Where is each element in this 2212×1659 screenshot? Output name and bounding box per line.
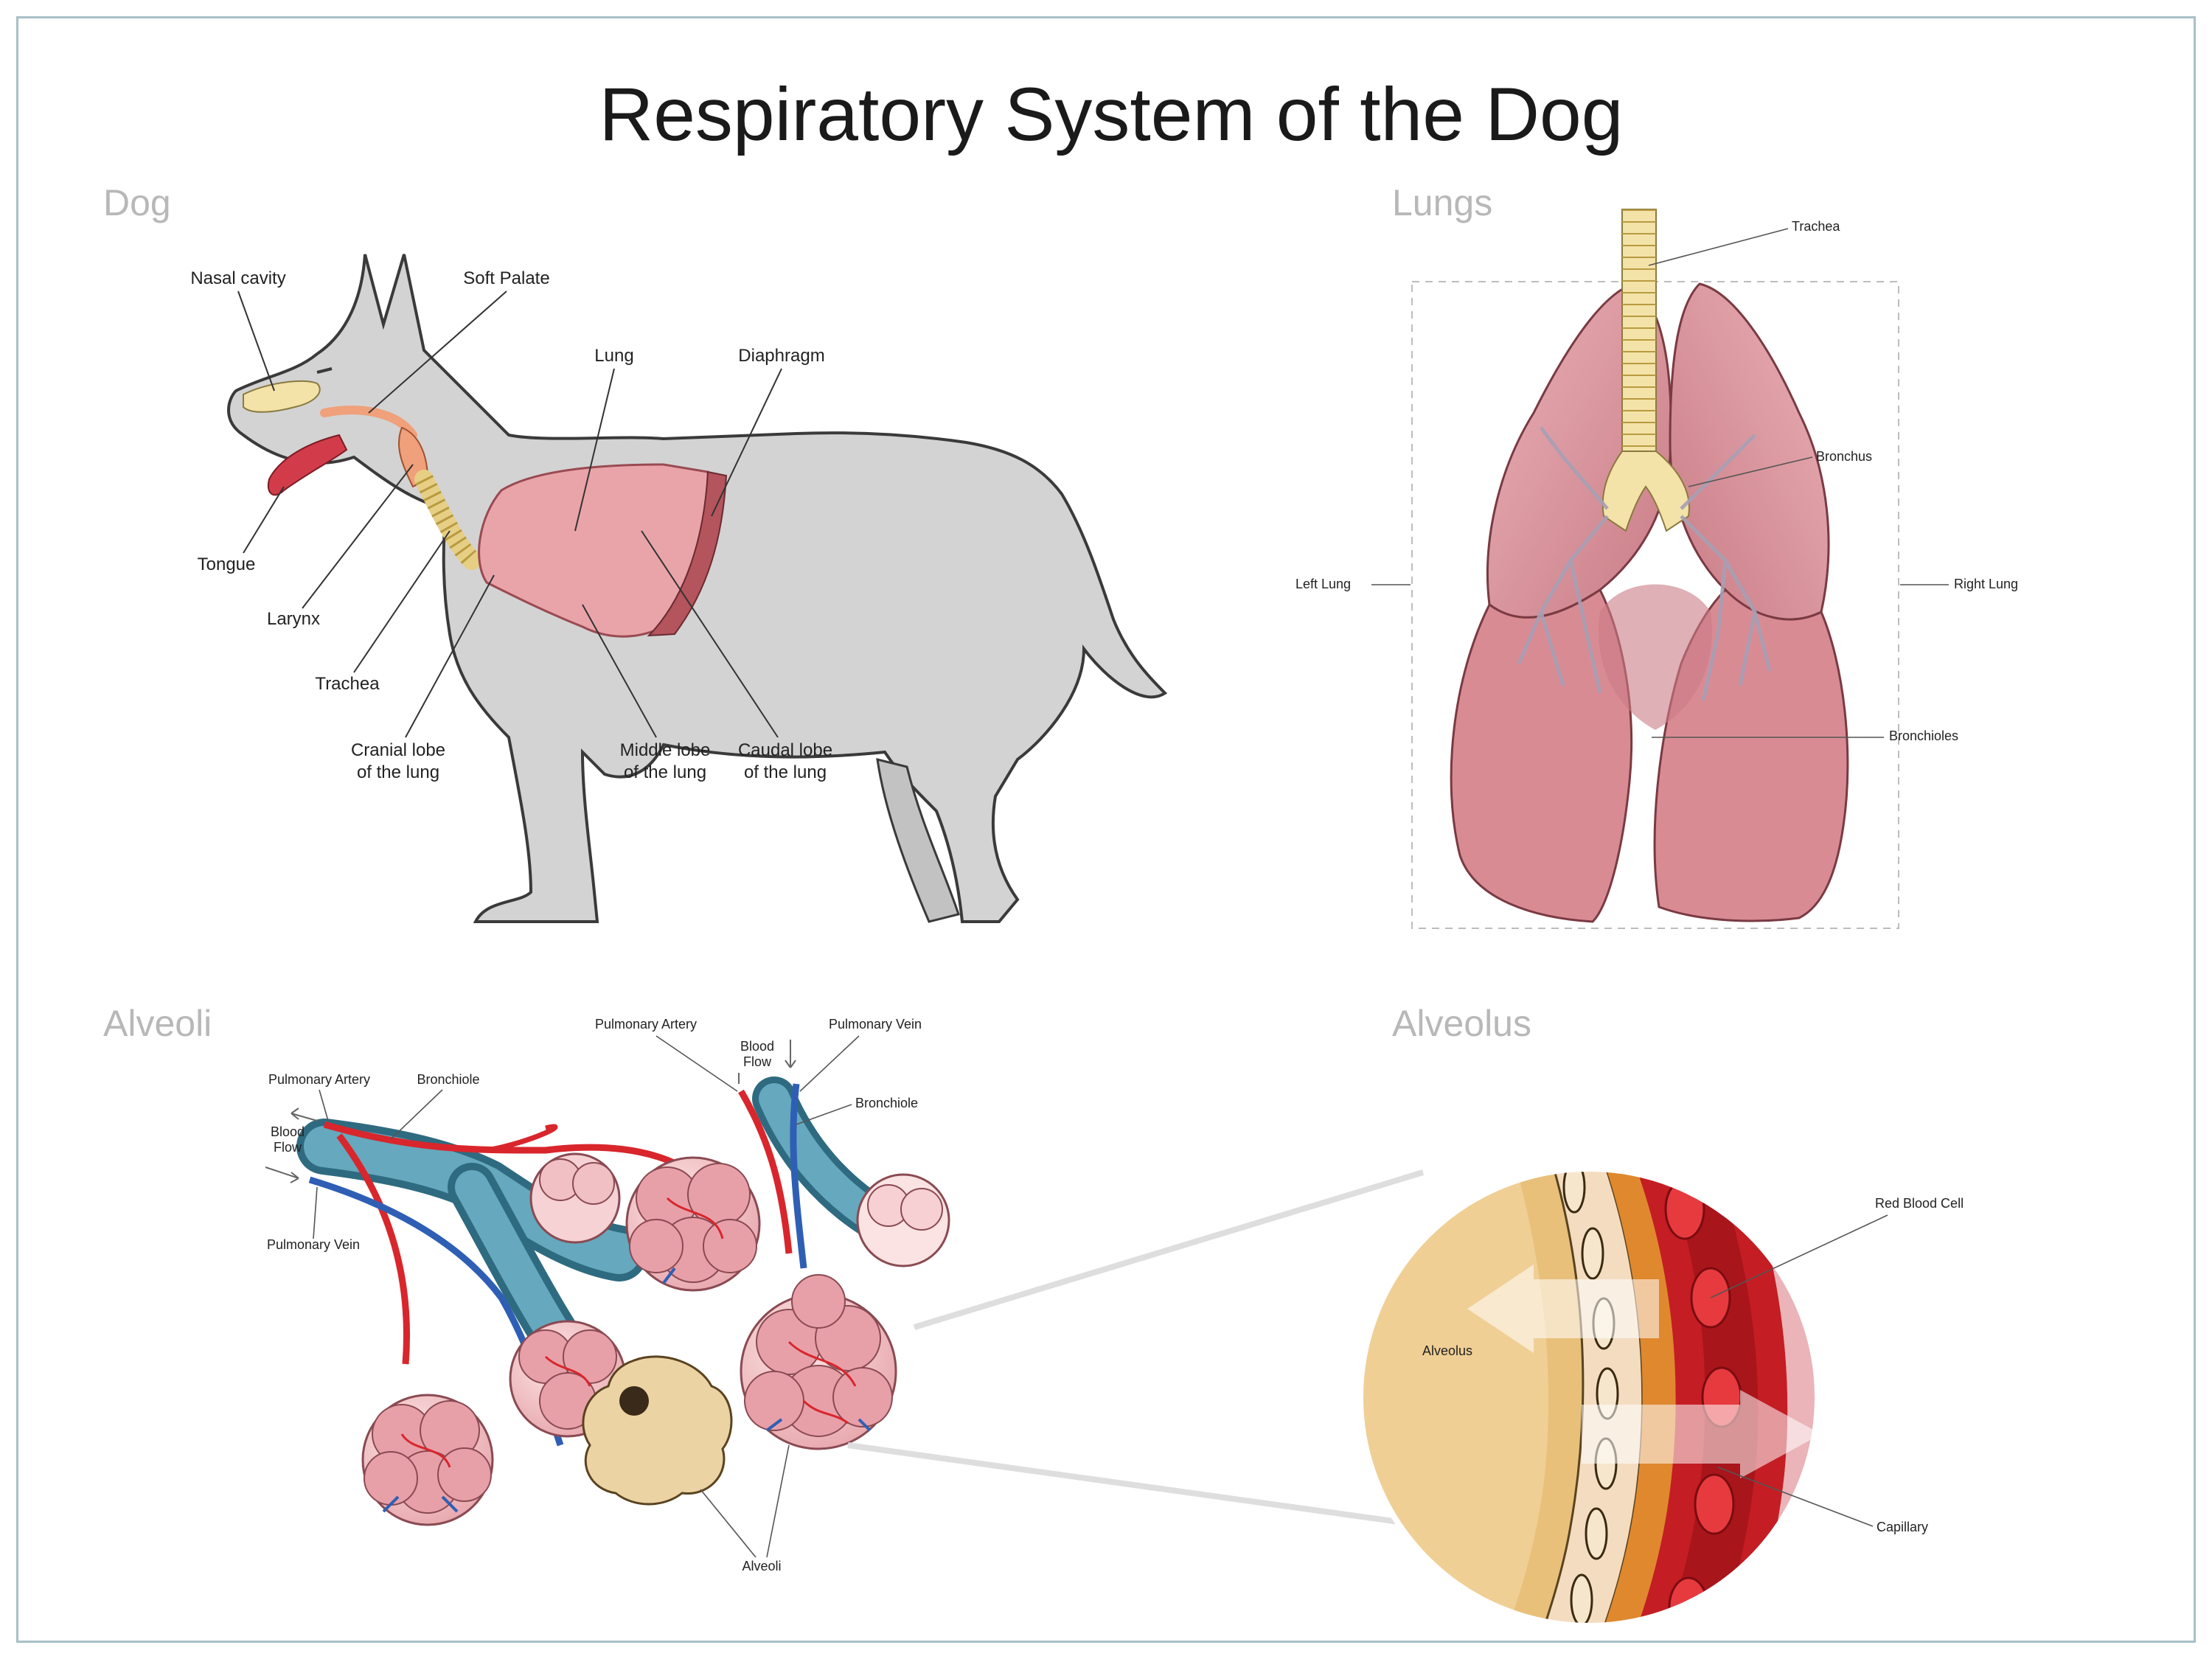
- label-pulmonary-vein-left: Pulmonary Vein: [267, 1237, 360, 1252]
- dog-far-legs: [876, 758, 960, 923]
- label-alveolus: Alveolus: [1422, 1343, 1472, 1358]
- capillary-network: [400, 1197, 857, 1468]
- dog-labels: Nasal cavity Soft Palate Lung Diaphragm …: [190, 268, 832, 782]
- alveolus-cross-section: [582, 1355, 733, 1506]
- label-cranial-lobe-2: of the lung: [357, 762, 439, 782]
- label-diaphragm: Diaphragm: [738, 346, 824, 366]
- label-bronchus: Bronchus: [1816, 449, 1872, 464]
- arrow-blood-flow-left-out: [291, 1107, 318, 1121]
- pulmonary-artery-left: [323, 1121, 681, 1169]
- label-trachea: Trachea: [315, 674, 380, 694]
- dog-tongue: [267, 434, 348, 496]
- label-cranial-lobe-1: Cranial lobe: [351, 740, 445, 760]
- label-capillary: Capillary: [1877, 1520, 1928, 1534]
- dog-eye: [316, 367, 333, 374]
- label-pulmonary-vein-top: Pulmonary Vein: [829, 1017, 922, 1032]
- alveolar-sac-cluster-1: [361, 1394, 494, 1526]
- lungs-illustration: [1411, 209, 1899, 929]
- right-lung-upper: [1669, 282, 1830, 621]
- lungs-bronchus: [1601, 451, 1690, 532]
- bronchiole-tree: [1517, 426, 1772, 701]
- zoom-connector-top: [913, 1169, 1425, 1330]
- lungs-trachea: [1621, 209, 1657, 453]
- alveolus-magnified: [1357, 1166, 1820, 1629]
- zoom-connector-bottom: [847, 1442, 1431, 1529]
- label-nasal-cavity: Nasal cavity: [190, 268, 285, 288]
- label-soft-palate: Soft Palate: [463, 268, 549, 288]
- arrow-oxygen: [1467, 1265, 1659, 1353]
- label-red-blood-cell: Red Blood Cell: [1875, 1196, 1964, 1211]
- alveolar-sac-cluster-6: [856, 1173, 950, 1267]
- label-bronchioles: Bronchioles: [1889, 728, 1958, 743]
- label-blood-flow-top-1: Blood: [740, 1039, 774, 1054]
- dog-nasal-cavity: [243, 380, 321, 413]
- label-tongue: Tongue: [198, 554, 256, 574]
- label-bronchiole-left: Bronchiole: [417, 1072, 479, 1087]
- page-frame: [16, 16, 2196, 1643]
- pulmonary-artery-top: [738, 1089, 793, 1254]
- alveolar-sac-cluster-3: [625, 1156, 761, 1292]
- page-title: Respiratory System of the Dog: [599, 72, 1624, 156]
- dog-diaphragm: [647, 470, 728, 637]
- dog-soft-palate: [320, 406, 417, 439]
- label-blood-flow-left-2: Flow: [274, 1140, 302, 1155]
- section-alveoli-heading: Alveoli: [103, 1003, 212, 1044]
- heart-shadow: [1599, 584, 1712, 730]
- label-pulmonary-artery-top: Pulmonary Artery: [595, 1017, 697, 1032]
- alveoli-illustration: [296, 1077, 950, 1526]
- label-middle-lobe-1: Middle lobe: [620, 740, 711, 760]
- left-lung-lower: [1450, 588, 1633, 923]
- section-lungs-heading: Lungs: [1392, 182, 1492, 223]
- alveolus-labels: Alveolus Red Blood Cell Capillary: [1422, 1196, 1964, 1534]
- interstitium-orange: [1593, 1169, 1676, 1626]
- section-dog-heading: Dog: [103, 182, 171, 223]
- arrow-blood-flow-left-in: [265, 1166, 299, 1183]
- dog-illustration: [227, 254, 1168, 923]
- alveoli-labels: Pulmonary Artery Bronchiole Blood Flow P…: [265, 1017, 922, 1573]
- venule-network: [382, 1267, 872, 1513]
- label-larynx: Larynx: [267, 609, 320, 629]
- section-alveolus-heading: Alveolus: [1392, 1003, 1531, 1044]
- label-blood-flow-top-2: Flow: [743, 1054, 772, 1069]
- alveolar-sac-cluster-5: [740, 1274, 897, 1450]
- label-pulmonary-artery-left: Pulmonary Artery: [268, 1072, 370, 1087]
- dog-trachea-rings: [415, 475, 479, 568]
- alveolar-sac-cluster-4: [529, 1152, 621, 1244]
- label-alveoli: Alveoli: [742, 1559, 781, 1573]
- arrow-blood-flow-top-in: [785, 1040, 796, 1068]
- label-lungs-trachea: Trachea: [1792, 219, 1840, 234]
- label-blood-flow-left-1: Blood: [271, 1124, 305, 1139]
- pulmonary-vein-top: [790, 1083, 807, 1269]
- label-left-lung: Left Lung: [1295, 577, 1351, 591]
- label-caudal-lobe-1: Caudal lobe: [738, 740, 832, 760]
- label-lung: Lung: [594, 346, 633, 366]
- label-bronchiole-right: Bronchiole: [855, 1096, 918, 1110]
- lungs-labels: Trachea Bronchus Left Lung Right Lung Br…: [1295, 219, 2018, 743]
- label-caudal-lobe-2: of the lung: [744, 762, 827, 782]
- arrow-carbon-dioxide: [1582, 1390, 1818, 1478]
- label-middle-lobe-2: of the lung: [624, 762, 706, 782]
- label-right-lung: Right Lung: [1954, 577, 2018, 591]
